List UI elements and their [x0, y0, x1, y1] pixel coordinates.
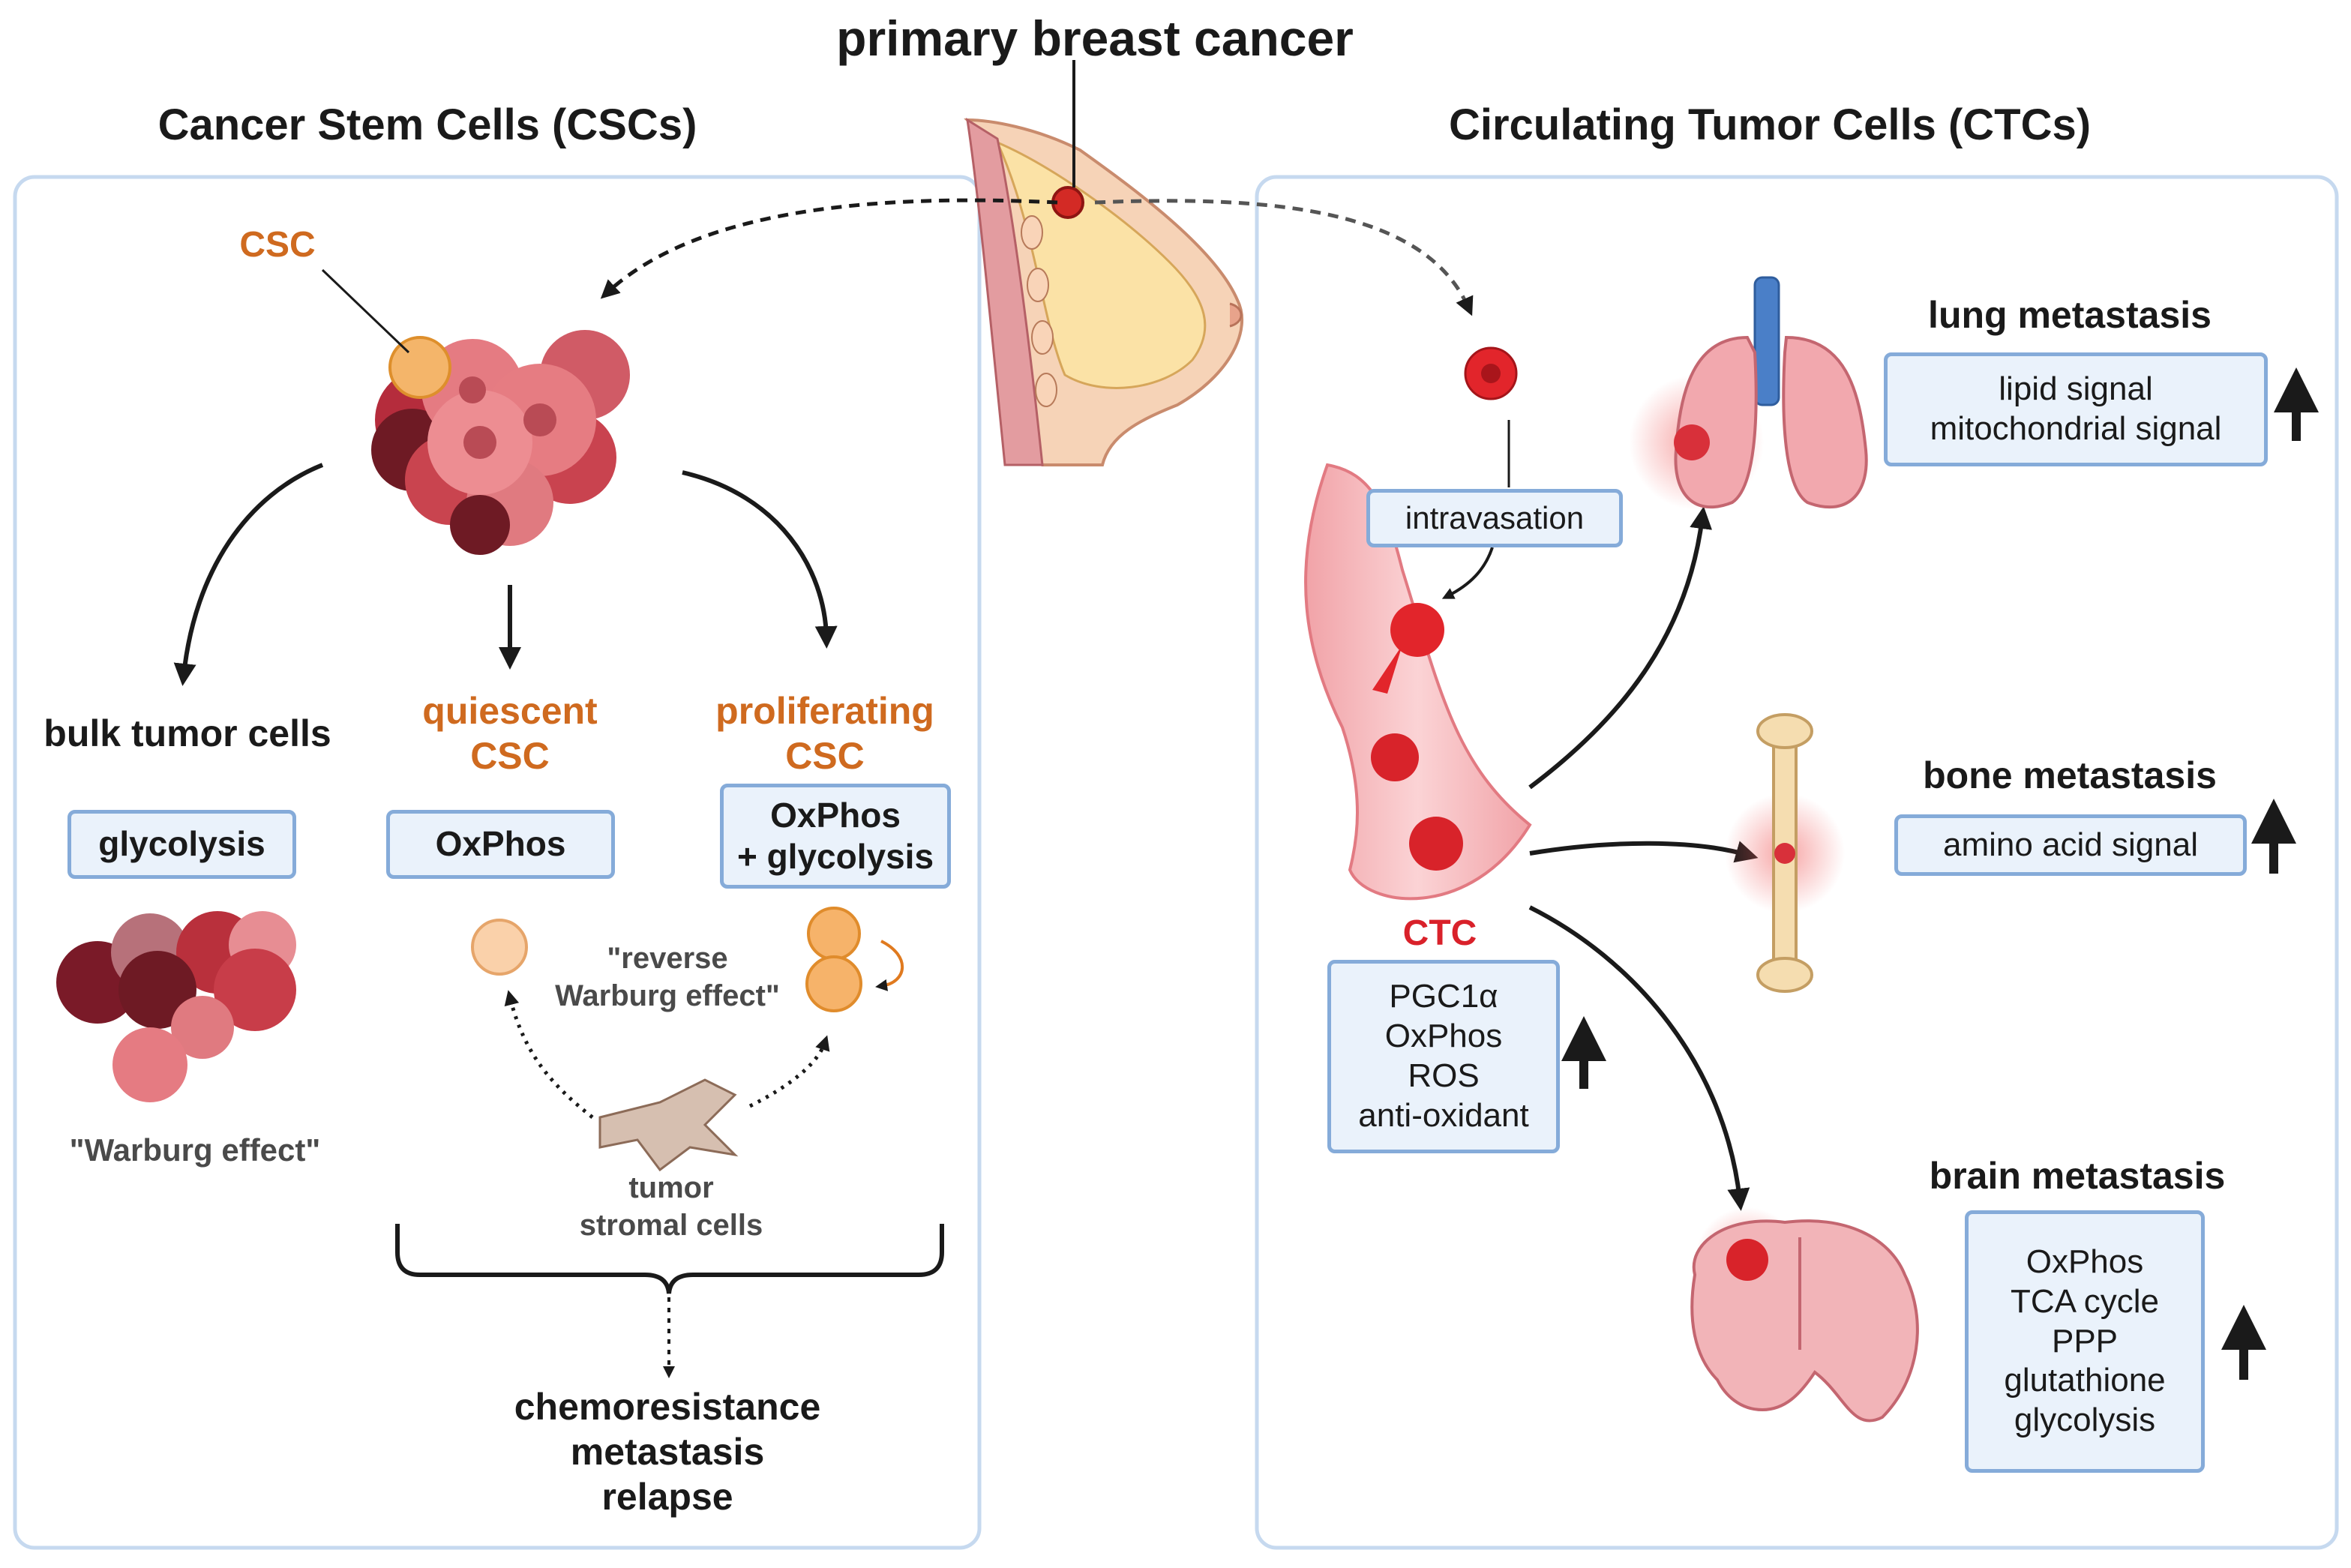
left-panel-frame	[13, 175, 982, 1550]
lung-metastasis-title: lung metastasis	[1928, 294, 2212, 336]
tumor-cluster	[371, 330, 630, 555]
bone-metastasis-title: bone metastasis	[1923, 754, 2217, 796]
bulk-tumor-cells-label: bulk tumor cells	[43, 712, 331, 754]
quiescent-label-line1: quiescent	[422, 690, 598, 732]
bone-illustration	[1725, 713, 1845, 993]
oxphos-glycolysis-box: OxPhos + glycolysis	[720, 784, 951, 889]
brain-metastasis-title: brain metastasis	[1929, 1155, 2226, 1197]
reverse-warburg-line2: Warburg effect"	[555, 979, 780, 1012]
stromal-cells	[598, 1078, 739, 1172]
lung-box-line1: lipid signal	[1999, 370, 2153, 408]
lung-illustration	[1629, 276, 1868, 510]
ctc-box-line-pgc1a: PGC1α	[1389, 978, 1498, 1015]
bulk-tumor-cells	[56, 911, 296, 1102]
right-panel-heading: Circulating Tumor Cells (CTCs)	[1448, 100, 2092, 149]
brain-box-line1: OxPhos	[2026, 1243, 2144, 1280]
proliferating-label-line1: proliferating	[715, 690, 934, 732]
ctc-box-line-oxphos: OxPhos	[1384, 1018, 1503, 1055]
arrow-to-ctc	[1094, 199, 1474, 316]
ctc-label: CTC	[1402, 913, 1477, 953]
brain-box-line2: TCA cycle	[2010, 1282, 2160, 1320]
left-panel-heading: Cancer Stem Cells (CSCs)	[157, 100, 697, 149]
stromal-label-line2: stromal cells	[579, 1209, 763, 1242]
arrow-intravasation	[1441, 547, 1494, 599]
brain-signal-box: OxPhos TCA cycle PPP glutathione glycoly…	[1965, 1210, 2205, 1473]
ctc-box-line-ros: ROS	[1408, 1057, 1480, 1094]
glycolysis-box: glycolysis	[67, 810, 296, 879]
outcome-chemoresistance: chemoresistance	[514, 1386, 821, 1428]
csc-pointer-line	[321, 268, 410, 354]
arrow-stroma-to-quiescent	[504, 990, 594, 1119]
arrow-to-lung	[1528, 506, 1713, 790]
ctc-box-line-antioxidant: anti-oxidant	[1358, 1096, 1529, 1134]
reverse-warburg-line1: "reverse	[607, 942, 728, 975]
quiescent-label-line2: CSC	[470, 735, 550, 777]
prolif-box-line2: + glycolysis	[736, 837, 934, 876]
outcome-metastasis: metastasis	[570, 1431, 765, 1473]
oxphos-text: OxPhos	[435, 824, 566, 864]
brain-box-line5: glycolysis	[2014, 1402, 2156, 1439]
increase-arrows	[1561, 367, 2319, 1380]
prolif-box-line1: OxPhos	[770, 795, 901, 835]
arrow-to-proliferating	[682, 470, 838, 649]
blood-vessel	[1304, 463, 1532, 901]
arrow-to-brain	[1528, 905, 1750, 1211]
lung-box-line2: mitochondrial signal	[1930, 410, 2222, 447]
intravasation-box: intravasation	[1366, 489, 1623, 547]
right-panel-frame	[1255, 175, 2339, 1550]
outcome-relapse: relapse	[601, 1476, 733, 1518]
bone-box-line1: amino acid signal	[1943, 826, 2198, 863]
oxphos-box: OxPhos	[386, 810, 615, 879]
diagram-title: primary breast cancer	[836, 10, 1354, 66]
ctc-metabolism-box: PGC1α OxPhos ROS anti-oxidant	[1327, 960, 1560, 1153]
arrow-stroma-to-proliferating	[748, 1035, 830, 1108]
arrow-to-bulk	[173, 463, 324, 686]
proliferating-label-line2: CSC	[785, 735, 865, 777]
warburg-caption: "Warburg effect"	[69, 1132, 321, 1168]
glycolysis-text: glycolysis	[98, 824, 265, 864]
stromal-label-line1: tumor	[628, 1171, 714, 1204]
lung-signal-box: lipid signal mitochondrial signal	[1884, 352, 2268, 466]
brain-box-line4: glutathione	[2004, 1362, 2166, 1399]
outcome-brace	[395, 1224, 944, 1294]
csc-label: CSC	[239, 225, 316, 265]
quiescent-cell	[471, 919, 528, 976]
intravasation-text: intravasation	[1405, 499, 1585, 535]
brain-illustration	[1690, 1207, 1919, 1423]
ctc-cells	[1371, 346, 1518, 871]
brain-box-line3: PPP	[2051, 1322, 2119, 1360]
bone-signal-box: amino acid signal	[1894, 814, 2247, 876]
proliferating-cells	[805, 907, 904, 1012]
